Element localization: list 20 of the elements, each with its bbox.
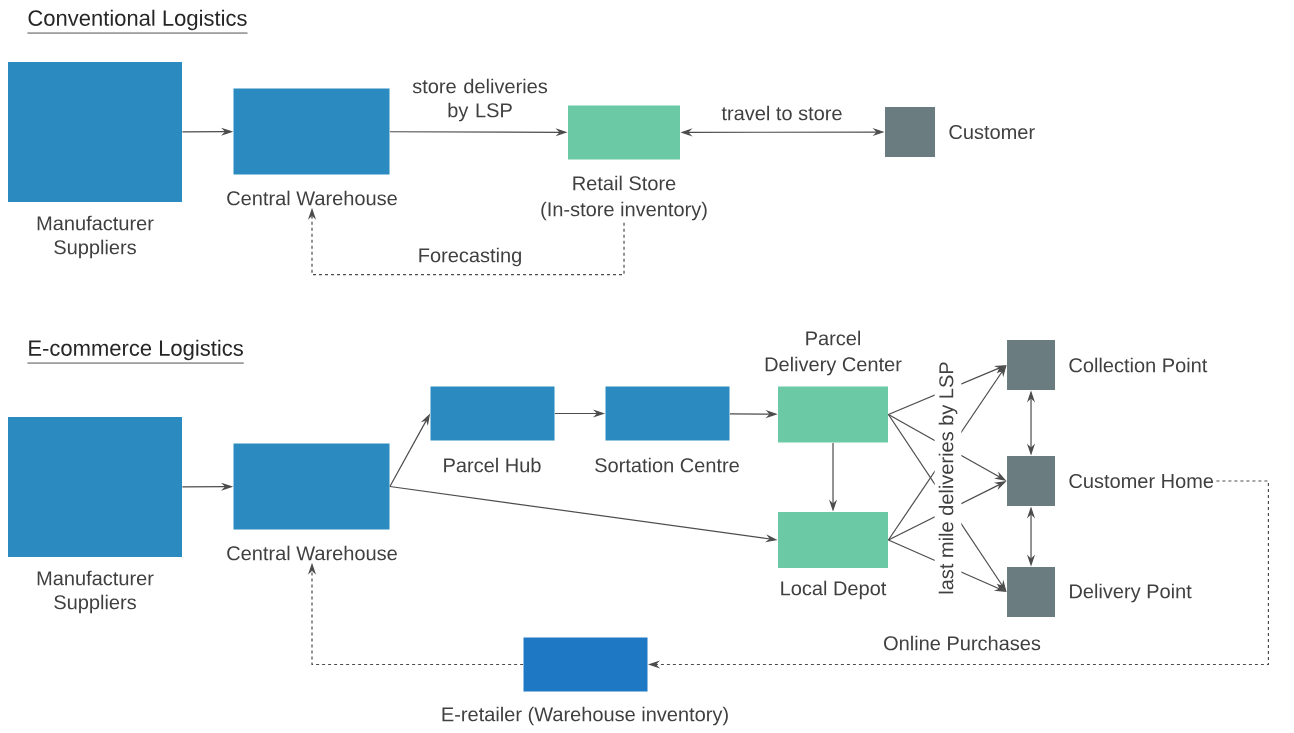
node-label: Collection Point [1069,357,1208,373]
node-label: Local Depot [781,580,887,600]
node-label: (In-store inventory) [541,201,707,221]
node-label: Retail Store [573,175,676,191]
node-label: Customer [949,124,1035,140]
node-label: Central Warehouse [227,545,397,561]
node-label: E-retailer (Warehouse inventory) [442,706,728,726]
node-label: Manufacturer Suppliers [37,215,154,259]
node-label: Parcel Hub [444,457,541,473]
node-label: Sortation Centre [595,457,739,473]
node-label: Parcel [806,330,860,346]
node-label: Central Warehouse [227,190,397,206]
edge-label: store deliveries by LSP [398,76,562,124]
node-label: Delivery Point [1070,583,1192,603]
node-label: Delivery Center [765,356,902,376]
rotated-label: last mile deliveries by LSP [934,357,962,599]
node-label: Customer Home [1069,473,1214,489]
section-heading: E-commerce Logistics [27,339,245,364]
node-label: Manufacturer Suppliers [37,570,154,614]
section-heading: Conventional Logistics [27,9,248,34]
